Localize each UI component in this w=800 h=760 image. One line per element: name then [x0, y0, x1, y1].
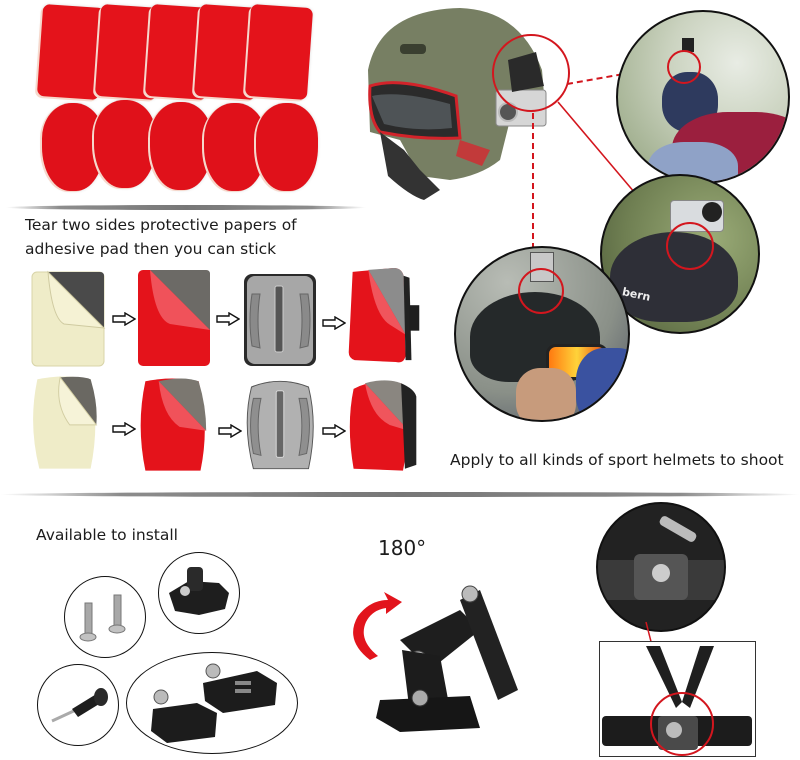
adhesive-pad-rect	[244, 3, 314, 101]
hollow-right-arrow-icon	[216, 312, 240, 326]
install-steps	[0, 262, 420, 472]
ski-helmet-photo	[454, 246, 630, 422]
step-mounted-side-curved	[349, 380, 417, 471]
callout-circle	[518, 268, 564, 314]
adhesive-pad-round	[204, 103, 266, 191]
accessories-caption: Available to install	[36, 526, 178, 544]
adhesive-pad-round	[94, 100, 156, 188]
hollow-right-arrow-icon	[322, 316, 346, 330]
screws-icon	[79, 594, 126, 642]
callout-circle	[667, 50, 701, 84]
quick-release-buckle-photo	[158, 552, 240, 634]
rotate-arrow-icon	[353, 592, 402, 660]
step-red-adhesive-curved	[140, 378, 207, 471]
helmets-caption: Apply to all kinds of sport helmets to s…	[450, 451, 784, 469]
section-divider	[6, 205, 366, 210]
hollow-right-arrow-icon	[112, 312, 136, 326]
hollow-right-arrow-icon	[218, 424, 242, 438]
adhesive-pads-group	[0, 0, 360, 200]
extension-arms-photo	[126, 652, 298, 754]
callout-circle	[492, 34, 570, 112]
chest-harness-photo	[599, 641, 756, 757]
step-curved-mount	[246, 380, 314, 470]
hollow-right-arrow-icon	[322, 424, 346, 438]
chest-mount-closeup-photo	[596, 502, 726, 632]
instructions-line-2: adhesive pad then you can stick	[25, 240, 277, 258]
extension-arms-icon	[151, 663, 277, 743]
adhesive-pad-round	[150, 102, 212, 190]
step-flat-mount	[244, 274, 316, 366]
step-mounted-side-flat	[348, 267, 420, 363]
step-backing-paper-flat	[31, 270, 106, 367]
thumb-screw-icon	[51, 688, 108, 723]
adhesive-pad-round	[42, 103, 104, 191]
helmet-section: bern Apply to all kinds of sport helmets…	[360, 0, 800, 480]
step-red-adhesive-flat	[138, 270, 210, 366]
section-divider	[0, 492, 800, 497]
pivot-arm-photo	[353, 585, 518, 732]
step-backing-paper-curved	[33, 376, 98, 469]
callout-circle	[650, 692, 714, 756]
buckle-icon	[169, 567, 229, 615]
callout-circle	[666, 222, 714, 270]
screws-photo	[64, 576, 146, 658]
rotation-label: 180°	[378, 536, 427, 560]
wingsuit-helmet-photo	[616, 10, 790, 184]
hollow-right-arrow-icon	[112, 422, 136, 436]
adhesive-pad-round	[256, 103, 318, 191]
thumb-screw-photo	[37, 664, 119, 746]
instructions-line-1: Tear two sides protective papers of	[25, 216, 297, 234]
